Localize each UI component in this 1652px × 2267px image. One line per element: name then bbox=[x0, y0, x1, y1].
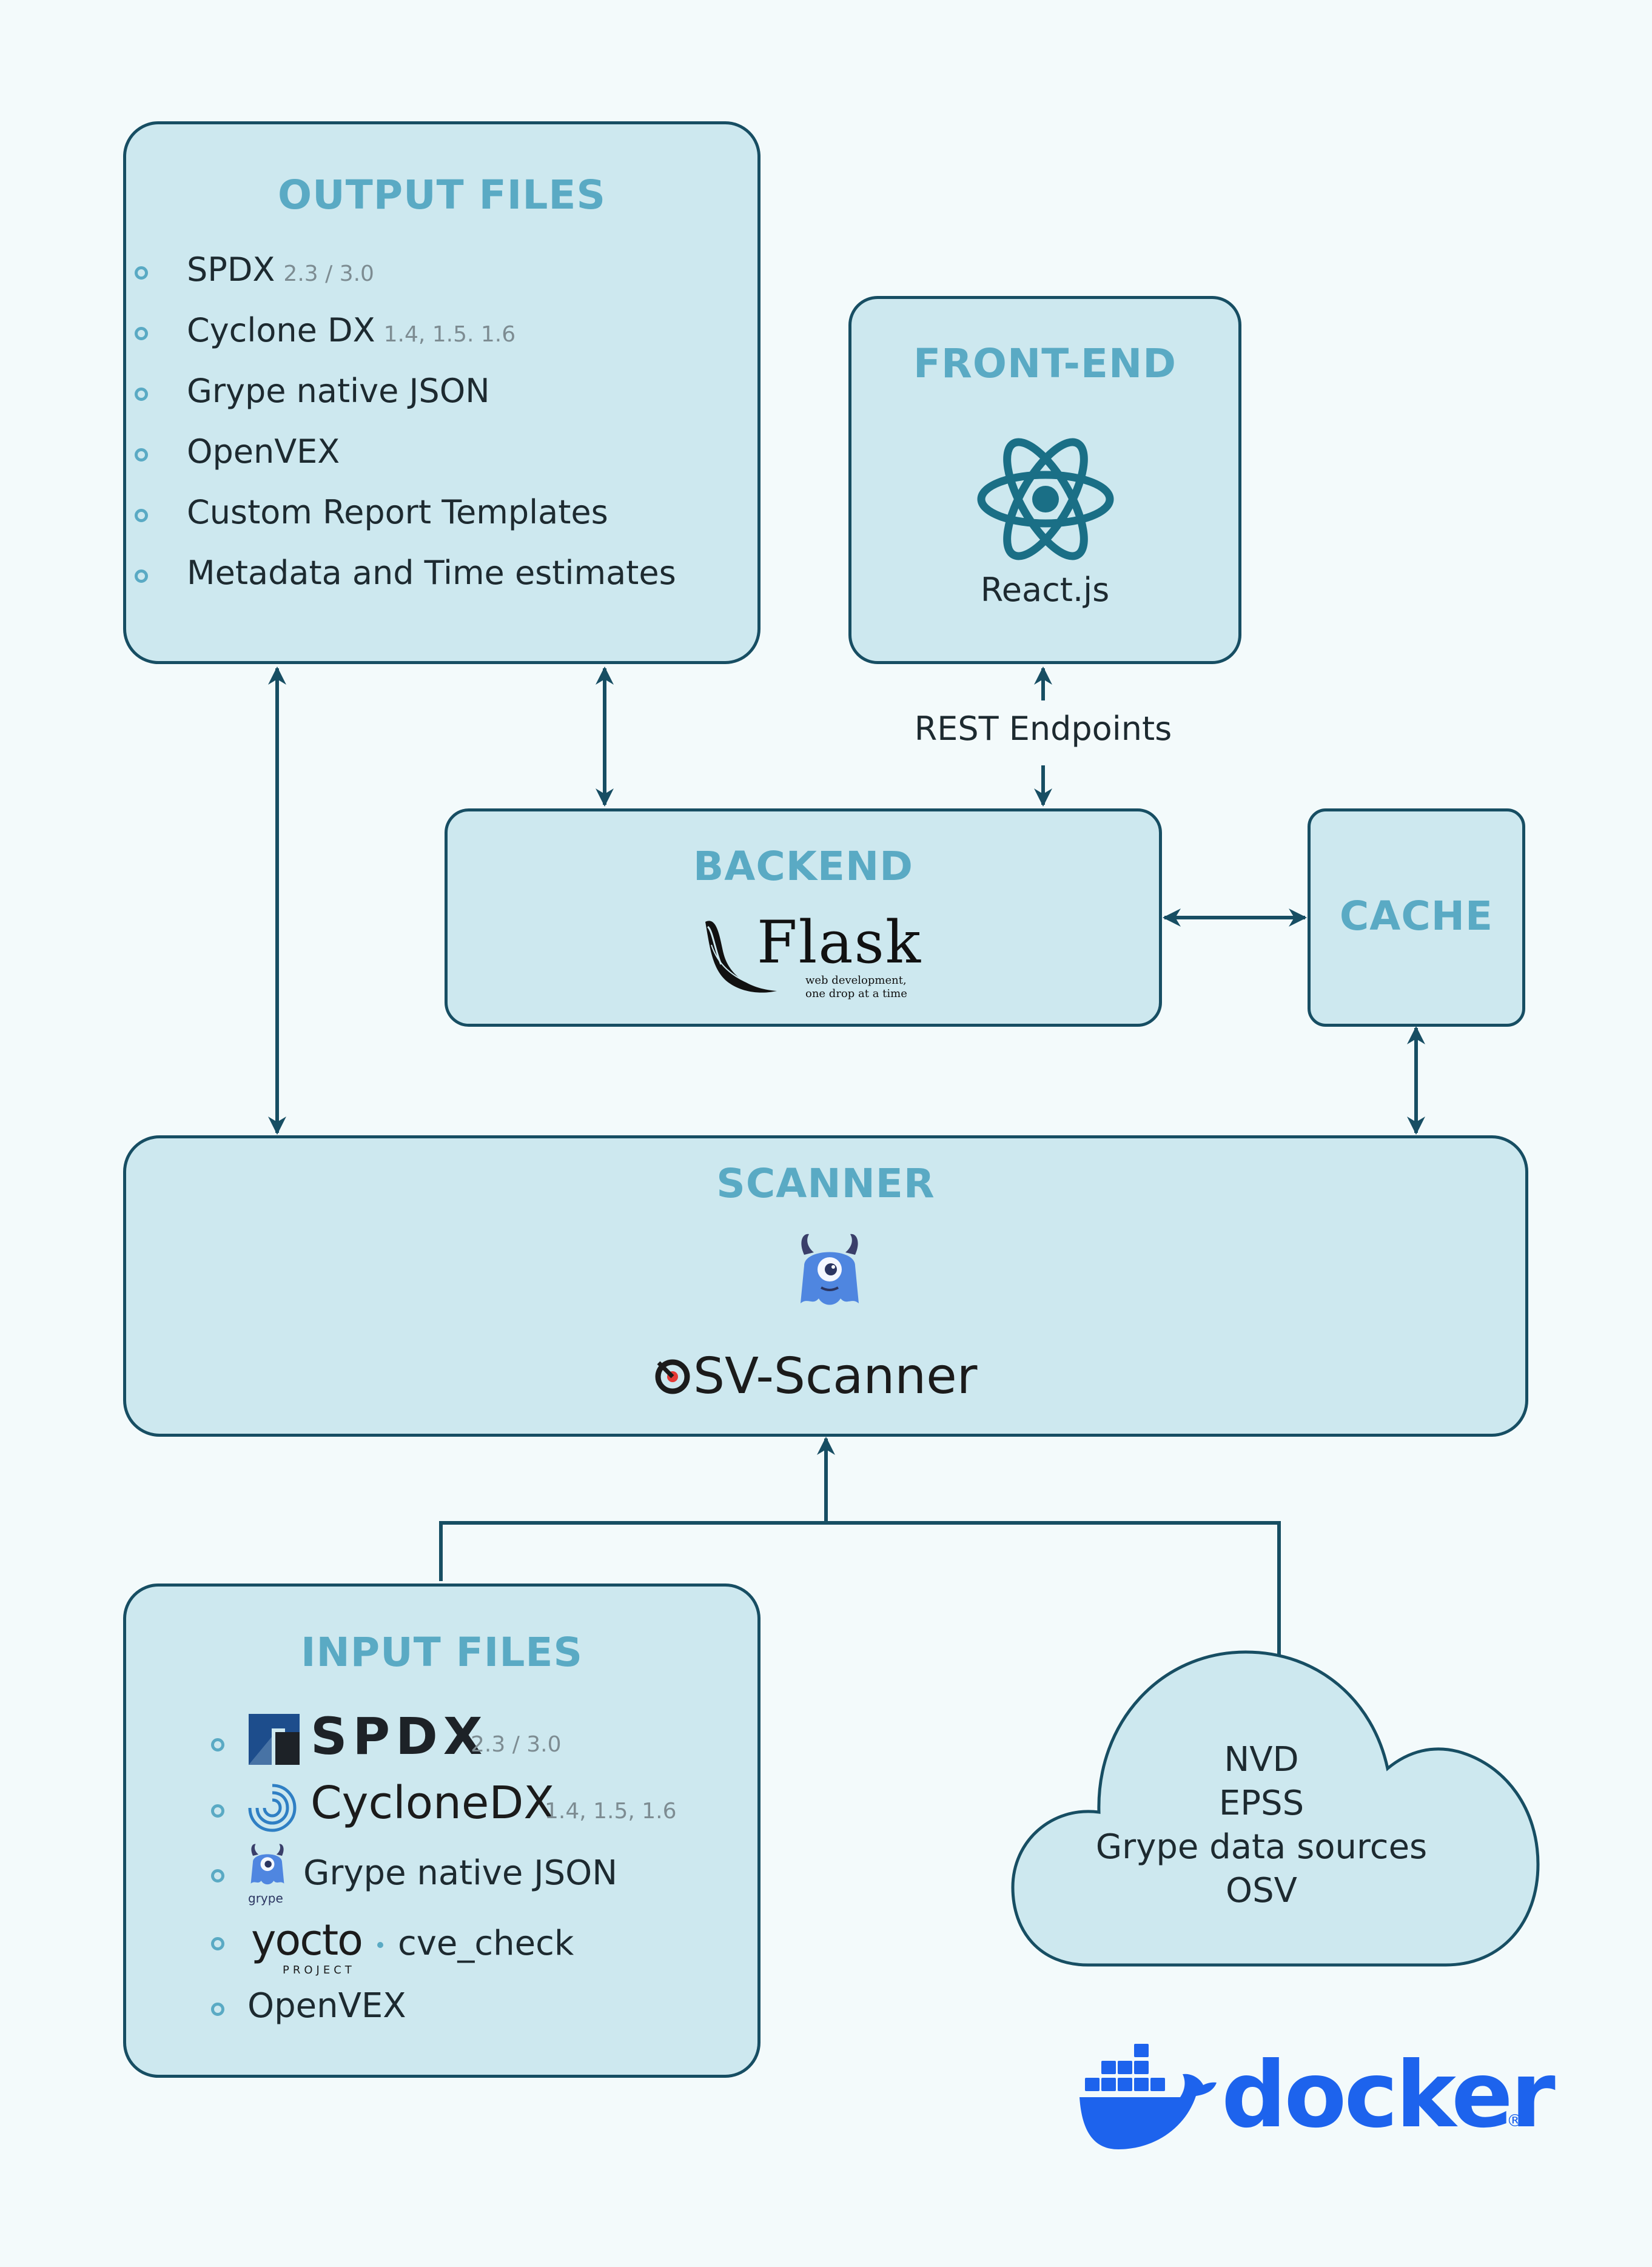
wire-inputs-to-scanner bbox=[439, 1521, 1281, 1674]
bullet bbox=[211, 1804, 224, 1818]
data-sources-cloud bbox=[1011, 1650, 1540, 1967]
osv-scanner-logo-text: SV-Scanner bbox=[693, 1348, 978, 1405]
output-item-label: Metadata and Time estimates bbox=[187, 554, 676, 592]
docker-registered-mark: ® bbox=[1506, 2111, 1523, 2131]
cache-title: CACHE bbox=[1339, 893, 1494, 939]
yocto-sub-text: PROJECT bbox=[283, 1964, 355, 1976]
bullet bbox=[135, 266, 148, 280]
bullet bbox=[135, 388, 148, 401]
bullet bbox=[211, 1738, 224, 1751]
docker-logo-text: docker bbox=[1221, 2043, 1556, 2148]
yocto-dot-icon bbox=[377, 1942, 383, 1948]
data-source-item: NVD bbox=[1224, 1740, 1299, 1779]
output-item: Grype native JSON bbox=[135, 367, 676, 428]
data-source-item: OSV bbox=[1226, 1871, 1297, 1910]
output-item: SPDX 2.3 / 3.0 bbox=[135, 246, 676, 306]
bullet bbox=[211, 2003, 224, 2016]
output-item-label: Grype native JSON bbox=[187, 372, 490, 410]
front-end-title: FRONT-END bbox=[913, 340, 1177, 387]
bullet bbox=[211, 1937, 224, 1950]
output-item-version: 1.4, 1.5. 1.6 bbox=[383, 322, 516, 347]
grype-caption: grype bbox=[248, 1891, 283, 1906]
docker-whale-icon bbox=[1080, 2044, 1217, 2149]
bullet bbox=[211, 1869, 224, 1882]
output-item-label: Custom Report Templates bbox=[187, 493, 608, 531]
output-item: Cyclone DX 1.4, 1.5. 1.6 bbox=[135, 306, 676, 367]
spdx-logo-text: SPDX bbox=[311, 1707, 488, 1766]
grype-mascot-icon bbox=[801, 1234, 859, 1305]
bullet bbox=[135, 327, 148, 340]
spdx-version: 2.3 / 3.0 bbox=[471, 1732, 562, 1757]
scanner-title: SCANNER bbox=[716, 1160, 935, 1207]
output-item-version: 2.3 / 3.0 bbox=[283, 261, 374, 286]
backend-title: BACKEND bbox=[693, 843, 914, 890]
bullet bbox=[135, 448, 148, 462]
cyclonedx-version: 1.4, 1.5, 1.6 bbox=[545, 1799, 677, 1824]
spdx-logo-icon bbox=[249, 1714, 300, 1765]
output-item: OpenVEX bbox=[135, 428, 676, 488]
bullet bbox=[135, 509, 148, 522]
output-item-label: Cyclone DX bbox=[187, 311, 375, 349]
output-item-label: OpenVEX bbox=[187, 432, 340, 471]
output-item: Custom Report Templates bbox=[135, 488, 676, 549]
front-end-box: FRONT-END React.js bbox=[848, 296, 1241, 664]
flask-horn-icon bbox=[705, 921, 777, 993]
bullet bbox=[135, 569, 148, 583]
osv-target-icon bbox=[655, 1359, 690, 1394]
yocto-logo-text: yocto bbox=[251, 1915, 363, 1965]
output-files-title: OUTPUT FILES bbox=[278, 172, 606, 218]
data-source-item: Grype data sources bbox=[1095, 1827, 1428, 1867]
react-atom-icon bbox=[977, 438, 1114, 560]
output-item: Metadata and Time estimates bbox=[135, 549, 676, 610]
output-item-label: SPDX bbox=[187, 250, 275, 289]
output-files-box: OUTPUT FILES bbox=[123, 121, 761, 664]
rest-endpoints-label: REST Endpoints bbox=[891, 710, 1195, 748]
flask-tagline-1: web development, bbox=[805, 974, 907, 987]
flask-tagline-2: one drop at a time bbox=[805, 987, 907, 1000]
grype-label: Grype native JSON bbox=[303, 1853, 618, 1893]
scanner-box: SCANNER SV-Scanner bbox=[123, 1135, 1528, 1437]
yocto-label: cve_check bbox=[398, 1924, 574, 1963]
cache-box: CACHE bbox=[1308, 808, 1525, 1027]
cyclonedx-logo-text: CycloneDX bbox=[311, 1777, 555, 1829]
cyclonedx-swirl-icon bbox=[248, 1784, 297, 1832]
input-files-box: INPUT FILES bbox=[123, 1584, 761, 2078]
data-source-item: EPSS bbox=[1218, 1784, 1304, 1823]
backend-box: BACKEND Flask web development, one drop … bbox=[445, 808, 1162, 1027]
openvex-label: OpenVEX bbox=[247, 1986, 406, 2026]
flask-logo-text: Flask bbox=[757, 908, 922, 976]
input-files-title: INPUT FILES bbox=[300, 1629, 583, 1676]
grype-mascot-small-icon bbox=[250, 1844, 284, 1885]
react-label: React.js bbox=[980, 571, 1110, 609]
